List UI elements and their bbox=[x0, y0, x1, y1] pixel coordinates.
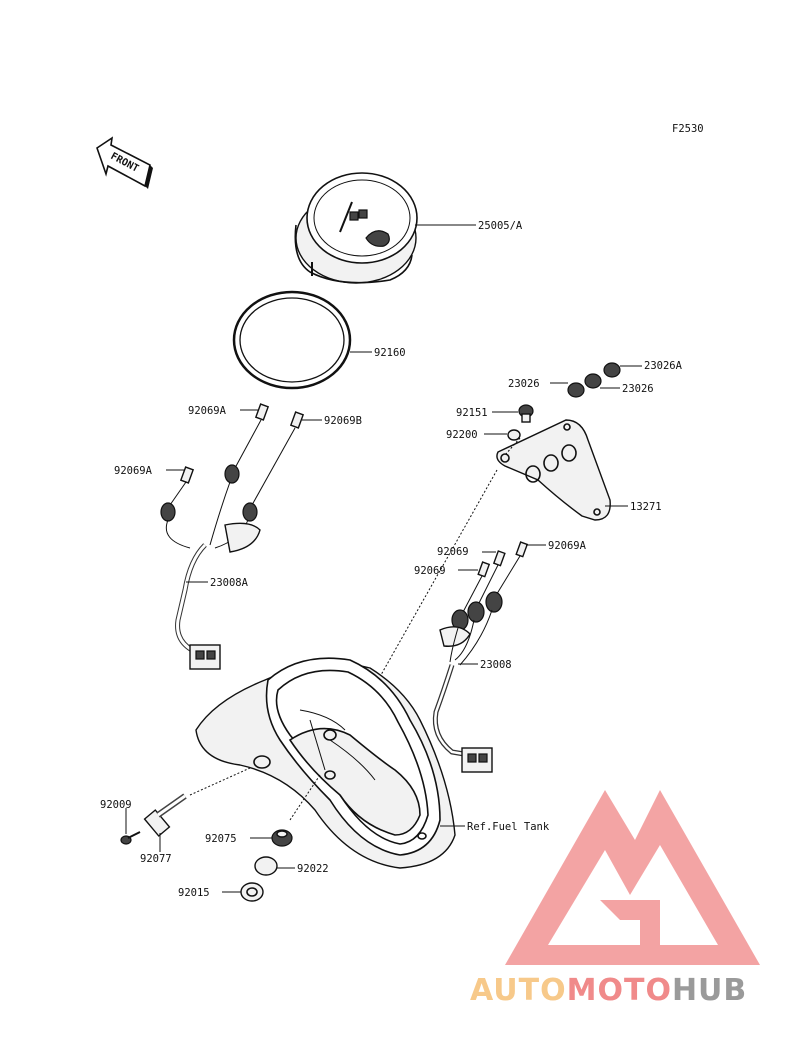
label-92022: 92022 bbox=[297, 863, 329, 875]
watermark-moto: MOTO bbox=[567, 973, 672, 1008]
label-92069B: 92069B bbox=[324, 415, 362, 427]
grommet-92075 bbox=[271, 829, 293, 847]
watermark-auto: AUTO bbox=[470, 973, 567, 1008]
label-92075: 92075 bbox=[205, 833, 237, 845]
indicator-bracket bbox=[496, 419, 611, 521]
label-92069A-1: 92069A bbox=[188, 405, 227, 417]
front-arrow-icon: FRONT bbox=[96, 136, 153, 189]
label-92069-1: 92069 bbox=[437, 546, 469, 558]
label-92160: 92160 bbox=[374, 347, 406, 359]
label-92151: 92151 bbox=[456, 407, 488, 419]
label-13271: 13271 bbox=[630, 501, 662, 513]
watermark-logo bbox=[505, 790, 760, 965]
wiring-harness-right bbox=[432, 541, 529, 773]
label-92009: 92009 bbox=[100, 799, 132, 811]
washer-92200 bbox=[507, 429, 521, 441]
grommet-92022 bbox=[254, 856, 278, 876]
grommet-92015 bbox=[240, 882, 264, 902]
label-23026A: 23026A bbox=[644, 360, 683, 372]
watermark-triangle-icon bbox=[505, 790, 760, 965]
speedometer bbox=[294, 172, 418, 284]
watermark-text: AUTOMOTOHUB bbox=[470, 973, 747, 1008]
label-92077: 92077 bbox=[140, 853, 172, 865]
fuel-tank-cover bbox=[195, 657, 456, 869]
label-23026-2: 23026 bbox=[622, 383, 654, 395]
label-25005A: 25005/A bbox=[478, 220, 523, 232]
label-92069A-3: 92069A bbox=[548, 540, 587, 552]
label-92200: 92200 bbox=[446, 429, 478, 441]
label-92069A-2: 92069A bbox=[114, 465, 153, 477]
label-92015: 92015 bbox=[178, 887, 210, 899]
screw-92151 bbox=[518, 404, 534, 423]
socket-92077 bbox=[143, 767, 251, 837]
label-92069-2: 92069 bbox=[414, 565, 446, 577]
watermark-hub: HUB bbox=[672, 973, 747, 1008]
label-ref-fuel-tank: Ref.Fuel Tank bbox=[467, 821, 550, 833]
gasket-ring bbox=[232, 290, 352, 390]
label-23008A: 23008A bbox=[210, 577, 249, 589]
wiring-harness-left bbox=[160, 403, 305, 670]
figure-code: F2530 bbox=[672, 123, 704, 135]
label-23008: 23008 bbox=[480, 659, 512, 671]
label-23026-1: 23026 bbox=[508, 378, 540, 390]
indicator-lenses bbox=[567, 362, 621, 398]
screw-92009 bbox=[120, 831, 141, 845]
